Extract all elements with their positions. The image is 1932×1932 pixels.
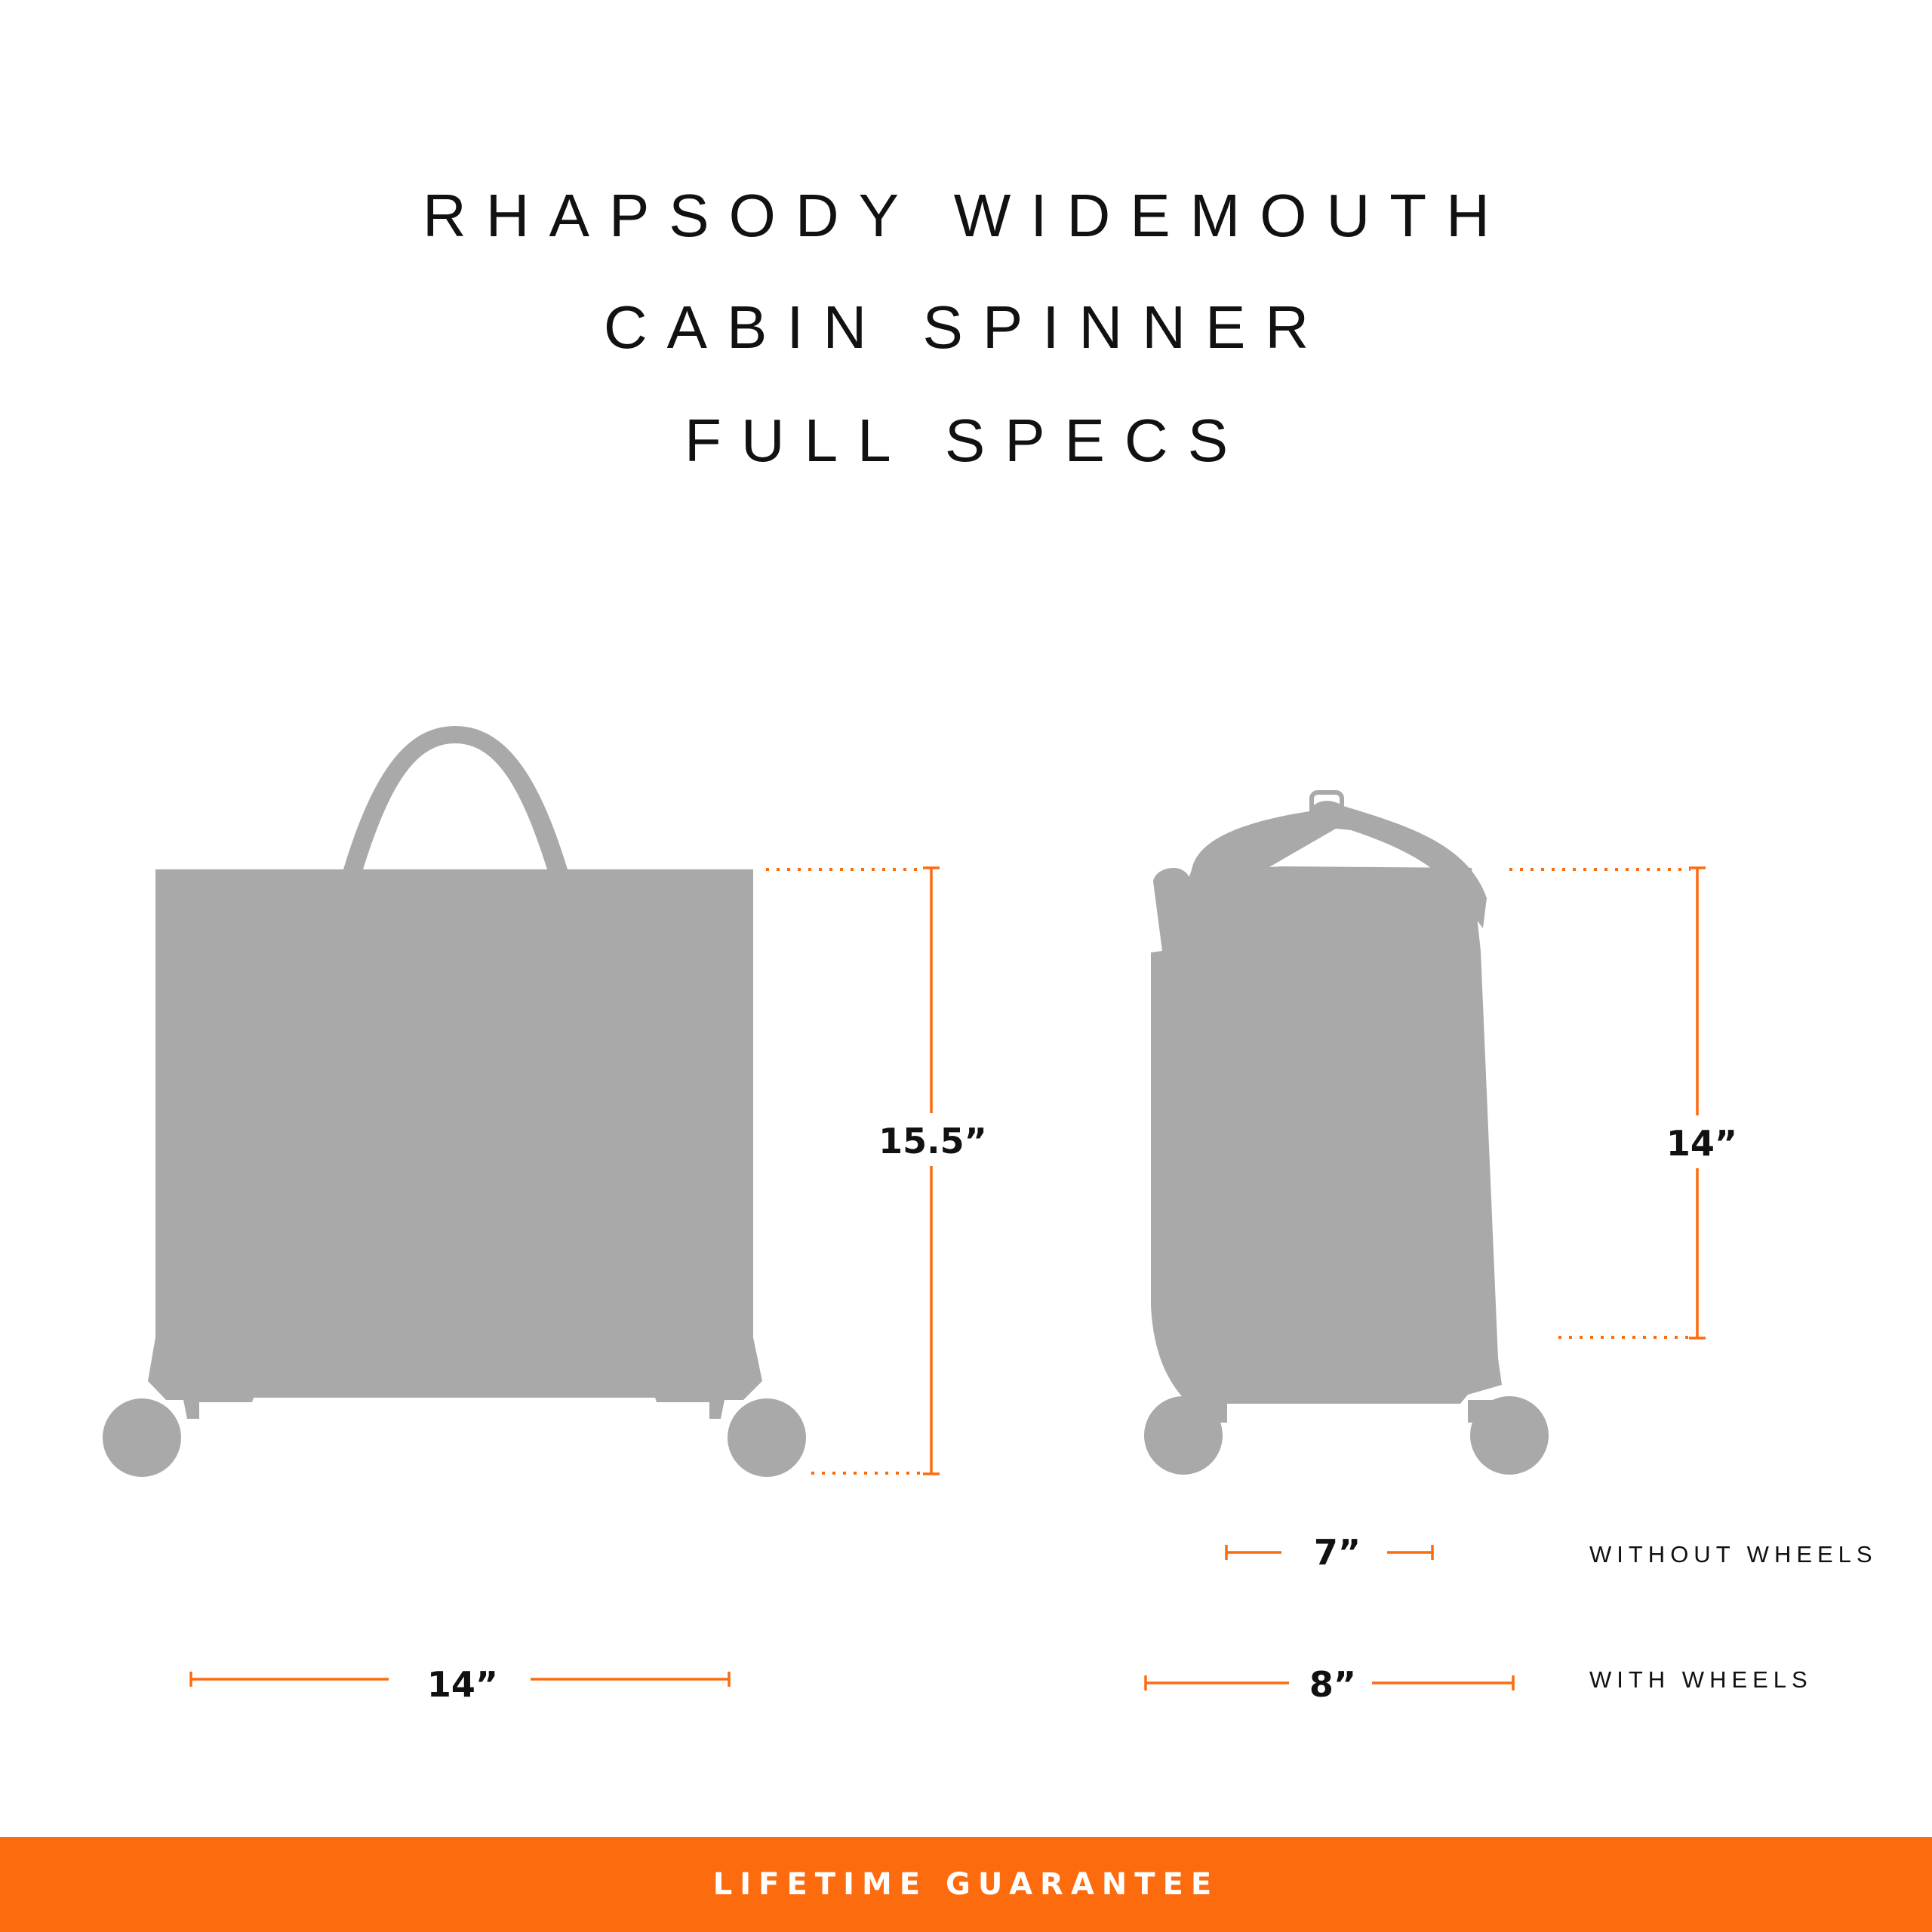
side-depth-without-wheels-label: 7” — [1313, 1532, 1361, 1573]
title-line-3: FULL SPECS — [684, 407, 1248, 474]
front-height-dimension — [766, 866, 940, 1475]
title-line-2: CABIN SPINNER — [603, 294, 1329, 361]
side-height-dimension — [1509, 866, 1706, 1340]
lifetime-guarantee-banner: LIFETIME GUARANTEE — [0, 1837, 1932, 1932]
front-wheel-left — [103, 1398, 181, 1477]
without-wheels-note: WITHOUT WHEELS — [1589, 1541, 1878, 1567]
side-depth-with-wheels-label: 8” — [1309, 1664, 1357, 1705]
front-wheel-right — [728, 1398, 806, 1477]
front-width-label: 14” — [426, 1664, 499, 1705]
side-body — [1151, 866, 1502, 1404]
front-base — [148, 1337, 762, 1419]
front-handle — [343, 726, 568, 869]
front-height-label: 15.5” — [878, 1121, 987, 1161]
lifetime-guarantee-text: LIFETIME GUARANTEE — [712, 1867, 1220, 1902]
with-wheels-note: WITH WHEELS — [1589, 1666, 1813, 1693]
front-view-silhouette — [103, 726, 806, 1477]
side-depth-with-wheels-dimension — [1144, 1675, 1515, 1690]
side-view-silhouette — [1144, 790, 1549, 1475]
side-depth-without-wheels-dimension — [1225, 1545, 1434, 1560]
front-body — [155, 869, 753, 1337]
front-width-dimension — [189, 1672, 731, 1687]
side-height-label: 14” — [1666, 1123, 1738, 1164]
side-wheel-mount-left — [1198, 1400, 1227, 1423]
side-handle-clip — [1309, 790, 1344, 817]
side-trolley — [1151, 868, 1192, 1041]
title-line-1: RHAPSODY WIDEMOUTH — [423, 182, 1509, 249]
side-handle — [1191, 801, 1487, 928]
side-wheel-mount-right — [1468, 1400, 1497, 1423]
